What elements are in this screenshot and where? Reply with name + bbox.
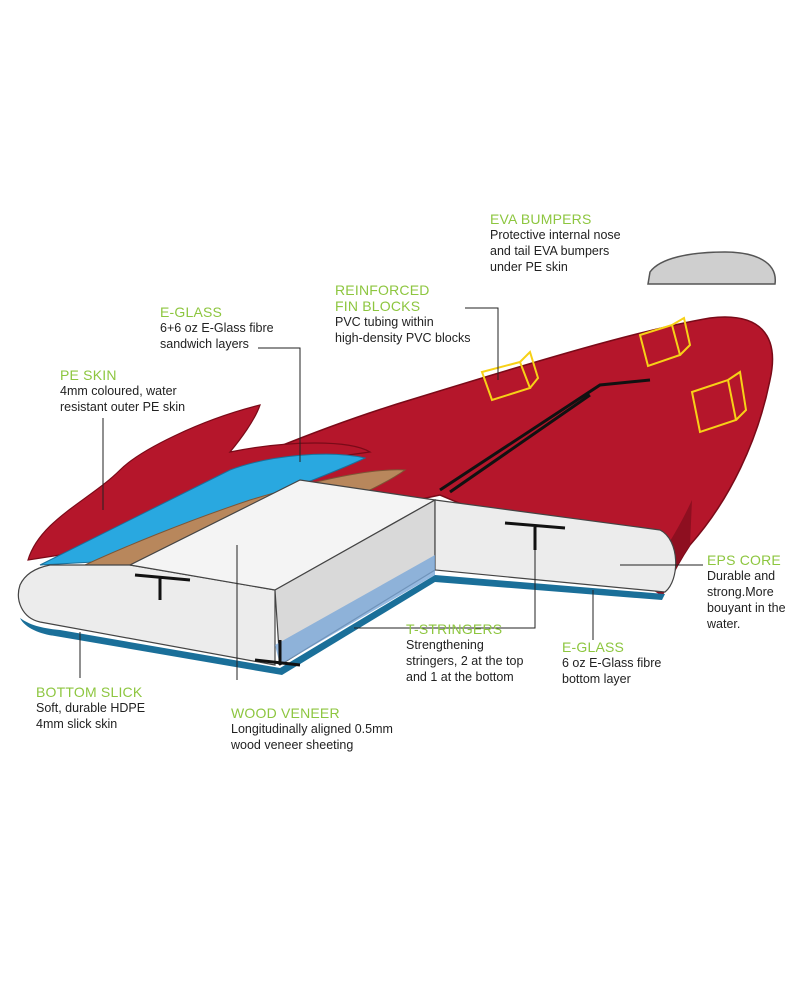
label-bottom-slick-desc: Soft, durable HDPE 4mm slick skin (36, 701, 146, 731)
leader-fin-blocks (465, 307, 499, 380)
t-stringer-mid (504, 521, 566, 550)
label-eva-bumpers: EVA BUMPERS Protective internal nose and… (490, 211, 621, 275)
label-eglass-bottom: E-GLASS 6 oz E-Glass fibre bottom layer (562, 639, 661, 687)
label-eva-bumpers-title: EVA BUMPERS (490, 211, 592, 227)
t-stringers (134, 378, 651, 667)
label-bottom-slick: BOTTOM SLICK Soft, durable HDPE 4mm slic… (36, 684, 145, 732)
leader-lines (79, 307, 703, 680)
leader-eglass-top (258, 347, 301, 462)
label-wood-veneer: WOOD VENEER Longitudinally aligned 0.5mm… (231, 705, 393, 753)
label-eps-core-desc: Durable and strong.More bouyant in the w… (707, 569, 786, 631)
label-fin-blocks-desc: PVC tubing within high-density PVC block… (335, 315, 471, 345)
core-glass-stripe (275, 555, 435, 665)
label-eps-core-title: EPS CORE (707, 552, 781, 568)
label-pe-skin-title: PE SKIN (60, 367, 117, 383)
label-eglass-bottom-title: E-GLASS (562, 639, 625, 655)
t-stringer-bottom (254, 640, 301, 667)
label-t-stringers-desc: Strengthening stringers, 2 at the top an… (406, 638, 524, 684)
label-eglass-bottom-desc: 6 oz E-Glass fibre bottom layer (562, 656, 662, 686)
t-stringer-left (134, 573, 191, 600)
label-t-stringers: T-STRINGERS Strengthening stringers, 2 a… (406, 621, 523, 685)
pe-skin-flap (27, 404, 372, 561)
label-bottom-slick-title: BOTTOM SLICK (36, 684, 143, 700)
label-t-stringers-title: T-STRINGERS (406, 621, 503, 637)
label-pe-skin: PE SKIN 4mm coloured, water resistant ou… (60, 367, 185, 415)
label-eglass-top-desc: 6+6 oz E-Glass fibre sandwich layers (160, 321, 274, 351)
fin-blocks (480, 316, 748, 434)
fin-block-3 (690, 370, 748, 434)
label-wood-veneer-title: WOOD VENEER (231, 705, 340, 721)
label-fin-blocks-title: REINFORCED FIN BLOCKS (335, 282, 430, 314)
fin-block-2 (638, 316, 692, 368)
fin-block-1 (480, 350, 540, 402)
label-eglass-top: E-GLASS 6+6 oz E-Glass fibre sandwich la… (160, 304, 274, 352)
eva-bumper-shape (647, 251, 776, 285)
label-fin-blocks: REINFORCED FIN BLOCKS PVC tubing within … (335, 282, 470, 346)
label-wood-veneer-desc: Longitudinally aligned 0.5mm wood veneer… (231, 722, 393, 752)
label-eva-bumpers-desc: Protective internal nose and tail EVA bu… (490, 228, 621, 274)
label-eps-core: EPS CORE Durable and strong.More bouyant… (707, 552, 786, 632)
label-pe-skin-desc: 4mm coloured, water resistant outer PE s… (60, 384, 186, 414)
label-eglass-top-title: E-GLASS (160, 304, 223, 320)
eps-core-right (434, 499, 677, 593)
leader-t-stringers (354, 550, 536, 629)
deck-stringer-line (439, 378, 651, 494)
